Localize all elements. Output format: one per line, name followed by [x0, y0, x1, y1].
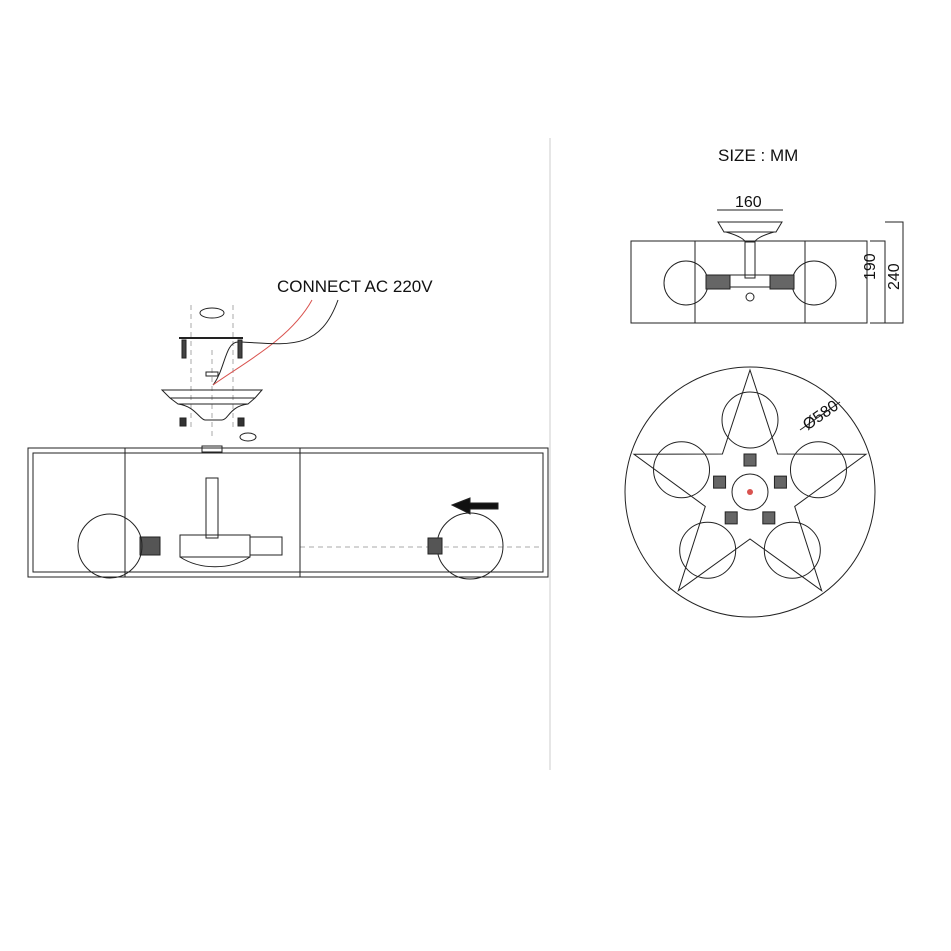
socket [713, 475, 727, 489]
red-wire [212, 299, 313, 386]
socket [762, 511, 776, 525]
socket [773, 475, 787, 489]
size-unit-label: SIZE : MM [718, 146, 799, 165]
bulb [679, 521, 737, 579]
dim-total-height: 240 [886, 263, 903, 290]
dim-canopy: 160 [735, 194, 762, 211]
star-frame [632, 368, 868, 592]
top-view [624, 366, 876, 618]
rotate-icon [239, 432, 257, 442]
shade-outline [624, 366, 876, 618]
arrow-left-icon [450, 497, 499, 515]
lamp-shade [27, 447, 549, 578]
exploded-view [27, 299, 549, 580]
rotate-icon [199, 307, 225, 319]
socket [743, 453, 757, 467]
bulb [653, 441, 711, 499]
dim-shade-height: 190 [862, 253, 879, 280]
bulb [789, 441, 847, 499]
side-view [630, 209, 904, 324]
socket [724, 511, 738, 525]
bulb [763, 521, 821, 579]
connect-label: CONNECT AC 220V [277, 277, 433, 296]
bulb [721, 391, 779, 449]
